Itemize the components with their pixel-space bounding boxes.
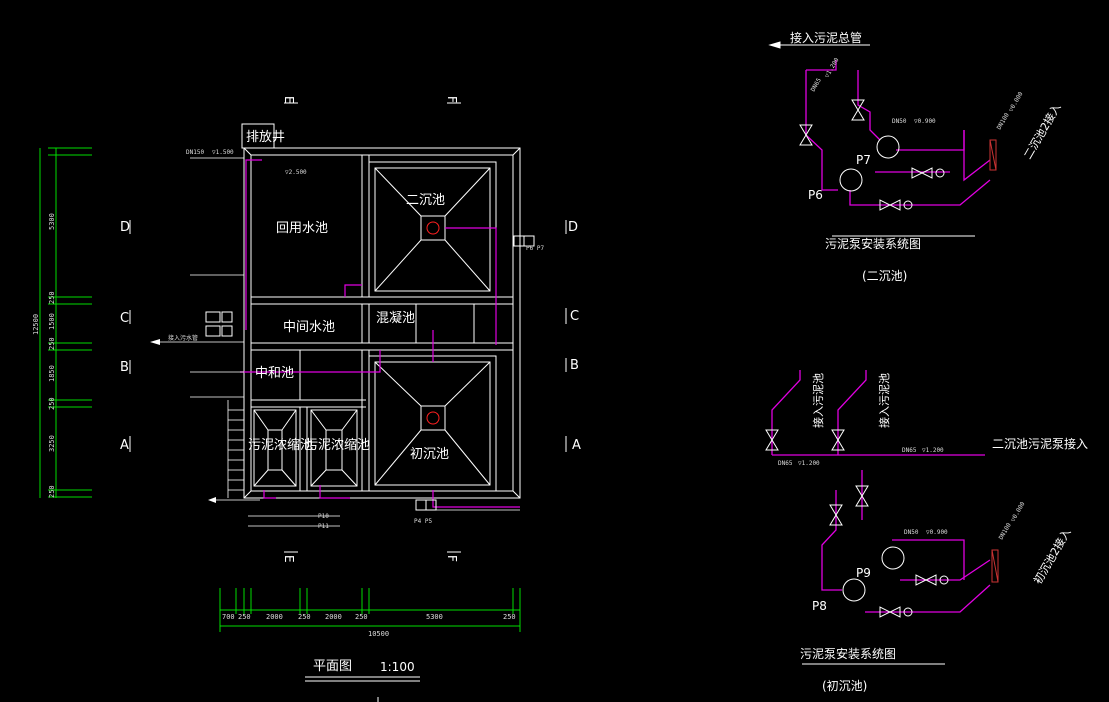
sec-dn50: DN50	[892, 118, 907, 125]
tank-neutral: 中和池	[255, 366, 294, 381]
sec-dn65: DN65	[810, 77, 823, 93]
primary-clarifier	[368, 355, 497, 492]
pri-right-note: 初沉池2接入	[1030, 526, 1073, 587]
sec-subtitle: (二沉池)	[862, 269, 907, 283]
plan-title: 平面图	[313, 659, 352, 674]
hdim-2: 2000	[266, 613, 283, 621]
axis-right-a: A	[572, 438, 581, 453]
sec-elev-top: ▽1.200	[824, 56, 841, 79]
plan-scale: 1:100	[380, 660, 415, 674]
plan-pipes-white	[154, 157, 520, 527]
vertical-dimension-chain	[39, 147, 92, 498]
hdim-0: 700	[222, 613, 235, 621]
pipe-elev-b: ▽2.500	[285, 169, 307, 176]
pri-elev-900: ▽0.900	[926, 529, 948, 536]
pri-dn100: DN100	[998, 522, 1013, 541]
sludge-thickeners	[253, 409, 358, 487]
horizontal-dimension-chain	[219, 588, 521, 632]
axis-bottom-e: E	[282, 555, 296, 563]
pri-elev-left: ▽1.200	[798, 460, 820, 467]
tank-primary: 初沉池	[410, 447, 449, 462]
pri-riser-note-1: 接入污泥池	[812, 373, 825, 428]
axis-left-a: A	[120, 438, 129, 453]
sec-elev-900: ▽0.900	[914, 118, 936, 125]
hdim-4: 2000	[325, 613, 342, 621]
pipe-note-out: 接入污水管	[168, 334, 198, 342]
pri-pump-lower: P8	[812, 599, 827, 613]
pipe-p10: P10	[318, 513, 329, 520]
axis-left-d: D	[120, 220, 130, 235]
sec-pump-lower: P6	[808, 188, 823, 202]
hdim-6: 5300	[426, 613, 443, 621]
pipe-dn150: DN150	[186, 149, 204, 156]
secondary-clarifier	[368, 161, 497, 298]
axis-right-d: D	[568, 220, 578, 235]
axis-top-f: F	[445, 96, 459, 103]
pri-elev-right: ▽1.200	[922, 447, 944, 454]
pri-riser-note-2: 接入污泥池	[878, 373, 891, 428]
tank-reuse: 回用水池	[276, 221, 328, 236]
hdim-5: 250	[355, 613, 368, 621]
pri-dn65-left: DN65	[778, 460, 793, 467]
vdim-4: 1850	[48, 365, 56, 382]
plan-pipes	[240, 159, 520, 508]
vdim-7: 250	[48, 485, 56, 498]
vdim-total: 12500	[32, 314, 40, 335]
vdim-0: 5300	[48, 213, 56, 230]
sec-dn100: DN100	[996, 112, 1011, 131]
discharge-well-label: 排放井	[246, 130, 285, 145]
tank-intermediate: 中间水池	[283, 320, 335, 335]
tank-thickener-1: 污泥浓缩池	[248, 437, 313, 453]
sec-header-note: 接入污泥总管	[790, 30, 862, 45]
pri-dn50: DN50	[904, 529, 919, 536]
pri-pump-upper: P9	[856, 566, 871, 580]
sec-pump-upper: P7	[856, 153, 871, 167]
pri-subtitle: (初沉池)	[822, 679, 867, 693]
tank-coagulation: 混凝池	[376, 310, 415, 326]
vdim-1: 250	[48, 291, 56, 304]
axis-left-b: B	[120, 360, 129, 375]
system-primary: 接入污泥池 接入污泥池 二沉池污泥泵接入 初沉池2接入 P9 P8 污泥泵安装系…	[765, 370, 1088, 693]
hdim-3: 250	[298, 613, 311, 621]
pipe-p6p7: P6 P7	[526, 245, 544, 252]
axis-right-b: B	[570, 358, 579, 373]
hdim-1: 250	[238, 613, 251, 621]
hdim-7: 250	[503, 613, 516, 621]
sec-right-note: 二沉池2接入	[1021, 101, 1063, 161]
pri-inlet-note: 二沉池污泥泵接入	[992, 436, 1088, 451]
system-secondary: 接入污泥总管 二沉池2接入 P7 P6 污泥泵安装系统图 (二沉池) DN50 …	[768, 30, 1064, 283]
tank-secondary: 二沉池	[406, 193, 445, 208]
sec-elev-right: ▽0.000	[1008, 90, 1025, 113]
axis-top-e: E	[282, 96, 296, 104]
axis-left-c: C	[120, 311, 129, 326]
vdim-3: 250	[48, 337, 56, 350]
vdim-6: 3250	[48, 435, 56, 452]
pri-elev-rr: ▽0.000	[1010, 500, 1027, 523]
pipe-p11: P11	[318, 523, 329, 530]
tank-thickener-2: 污泥浓缩池	[305, 437, 370, 453]
discharge-well-box	[241, 123, 275, 149]
vdim-2: 1500	[48, 313, 56, 330]
axis-right-c: C	[570, 309, 579, 324]
pipe-elev-a: ▽1.500	[212, 149, 234, 156]
pipe-p4p5: P4 P5	[414, 518, 432, 525]
vdim-5: 250	[48, 397, 56, 410]
pri-dn65-right: DN65	[902, 447, 917, 454]
sec-title: 污泥泵安装系统图	[825, 236, 921, 251]
pri-title: 污泥泵安装系统图	[800, 646, 896, 661]
hdim-total: 10500	[368, 630, 389, 638]
axis-bottom-f: F	[445, 555, 459, 562]
